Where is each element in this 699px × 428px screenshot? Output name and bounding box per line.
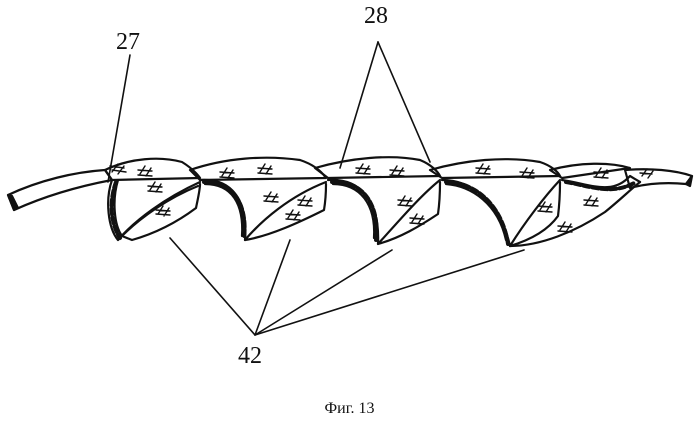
right-flange-edge	[686, 176, 692, 186]
figure-caption: Фиг. 13	[0, 400, 699, 418]
arch-3-top-surface	[315, 157, 440, 178]
label-27: 27	[116, 30, 140, 54]
seal-band-2	[204, 182, 245, 238]
leader-28-right	[378, 42, 430, 162]
arch-1-top-surface	[105, 159, 200, 180]
arch-2-front-face	[245, 184, 326, 240]
arch-3-front-arc-inner	[333, 184, 374, 238]
arch-4-front-arc	[442, 180, 560, 246]
arch-2-front-arc-inner	[205, 184, 242, 236]
arch-5-front-face	[510, 182, 640, 246]
leader-42-c	[255, 250, 392, 335]
leader-42-b	[255, 240, 290, 335]
hatch-marks	[110, 164, 653, 232]
label-28: 28	[364, 4, 388, 28]
leader-28-left	[340, 42, 378, 168]
arch-2-front-arc	[200, 180, 326, 240]
seal-band-5	[566, 182, 636, 189]
arch-4-front-face	[510, 182, 560, 246]
leader-42-d	[255, 250, 524, 335]
left-flange-top	[8, 170, 112, 210]
leader-42-a	[170, 238, 255, 335]
arch-4-top-surface	[430, 159, 560, 178]
label-42: 42	[238, 344, 262, 368]
seal-band-4	[446, 182, 508, 244]
left-flange-edge	[8, 195, 18, 210]
arch-5-top-surface	[550, 164, 630, 178]
seal-band-3	[332, 182, 377, 240]
arch-3-front-arc	[328, 180, 440, 244]
arch-2-top-surface	[190, 158, 326, 180]
